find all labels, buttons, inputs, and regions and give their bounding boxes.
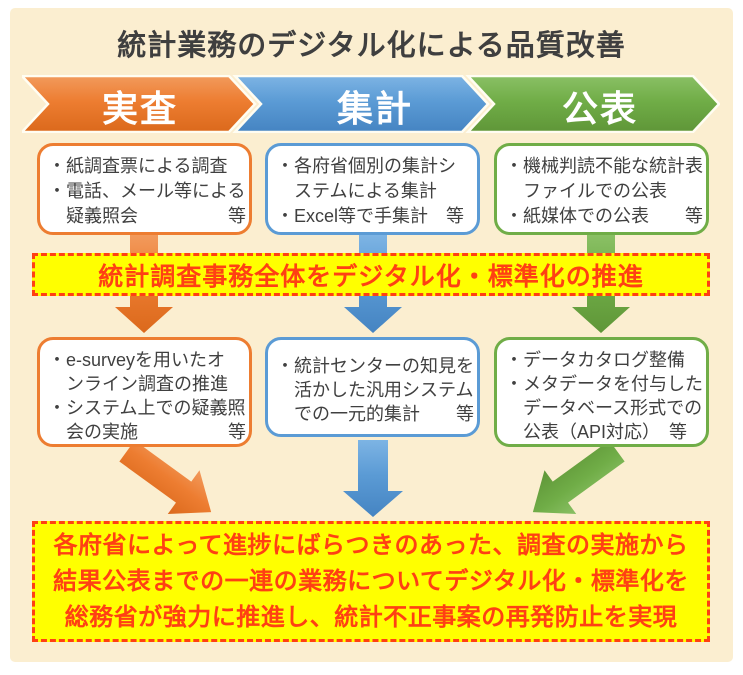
box-line: 疑義照会 等 (48, 206, 246, 226)
outcome-banner: 各府省によって進捗にばらつきのあった、調査の実施から 結果公表までの一連の業務に… (32, 521, 710, 642)
chevron-publication (465, 75, 720, 133)
box-line: ・紙媒体での公表 等 (505, 206, 703, 226)
tabulation-current-box: ・各府省個別の集計シ ステムによる集計 ・Excel等で手集計 等 (265, 143, 480, 235)
outcome-banner-line: 結果公表までの一連の業務についてデジタル化・標準化を (53, 567, 689, 595)
box-line: ンライン調査の推進 (48, 374, 228, 394)
box-line: ・e-surveyを用いたオ (48, 350, 226, 370)
survey-digitalized-box: ・e-surveyを用いたオ ンライン調査の推進 ・システム上での疑義照 会の実… (37, 337, 252, 447)
box-line: ステムによる集計 (276, 181, 437, 201)
diagonal-arrow-publication-icon (532, 440, 625, 514)
box-line: ・各府省個別の集計シ (276, 156, 456, 176)
box-line: ・Excel等で手集計 等 (276, 206, 465, 226)
chevron-tabulation (232, 75, 490, 133)
box-line: 公表（API対応） 等 (505, 422, 688, 442)
outcome-banner-line: 各府省によって進捗にばらつきのあった、調査の実施から (53, 531, 689, 559)
box-line: での一元的集計 等 (276, 404, 474, 424)
tabulation-digitalized-box: ・統計センターの知見を 活かした汎用システム での一元的集計 等 (265, 337, 480, 437)
publication-digitalized-box: ・データカタログ整備 ・メタデータを付与した データベース形式での 公表（API… (494, 337, 709, 447)
box-line: ・機械判読不能な統計表 (505, 156, 703, 176)
digitalization-banner-text: 統計調査事務全体をデジタル化・標準化の推進 (98, 262, 644, 291)
box-line: ・メタデータを付与した (505, 374, 703, 394)
digitalization-banner: 統計調査事務全体をデジタル化・標準化の推進 (32, 253, 710, 296)
phase-label-publication: 公表 (561, 88, 638, 129)
publication-current-box: ・機械判読不能な統計表 ファイルでの公表 ・紙媒体での公表 等 (494, 143, 709, 235)
box-line: ・統計センターの知見を (276, 356, 474, 376)
box-line: 会の実施 等 (48, 422, 246, 442)
box-line: ・電話、メール等による (48, 181, 246, 201)
box-line: ・システム上での疑義照 (48, 398, 246, 418)
box-line: ・紙調査票による調査 (48, 156, 228, 176)
page-title: 統計業務のデジタル化による品質改善 (117, 30, 626, 62)
down-arrow-tabulation-bottom-icon (343, 440, 403, 517)
process-chevron-band (22, 75, 720, 133)
box-line: 活かした汎用システム (276, 380, 474, 400)
survey-current-box: ・紙調査票による調査 ・電話、メール等による 疑義照会 等 (37, 143, 252, 235)
box-line: ファイルでの公表 (505, 181, 667, 201)
box-line: データベース形式での (505, 398, 703, 418)
phase-label-survey: 実査 (101, 88, 178, 129)
diagonal-arrow-survey-icon (119, 440, 212, 514)
chevron-survey (22, 75, 257, 133)
box-line: ・データカタログ整備 (505, 350, 685, 370)
outcome-banner-line: 総務省が強力に推進し、統計不正事案の再発防止を実現 (64, 603, 678, 631)
phase-label-tabulation: 集計 (336, 88, 413, 129)
